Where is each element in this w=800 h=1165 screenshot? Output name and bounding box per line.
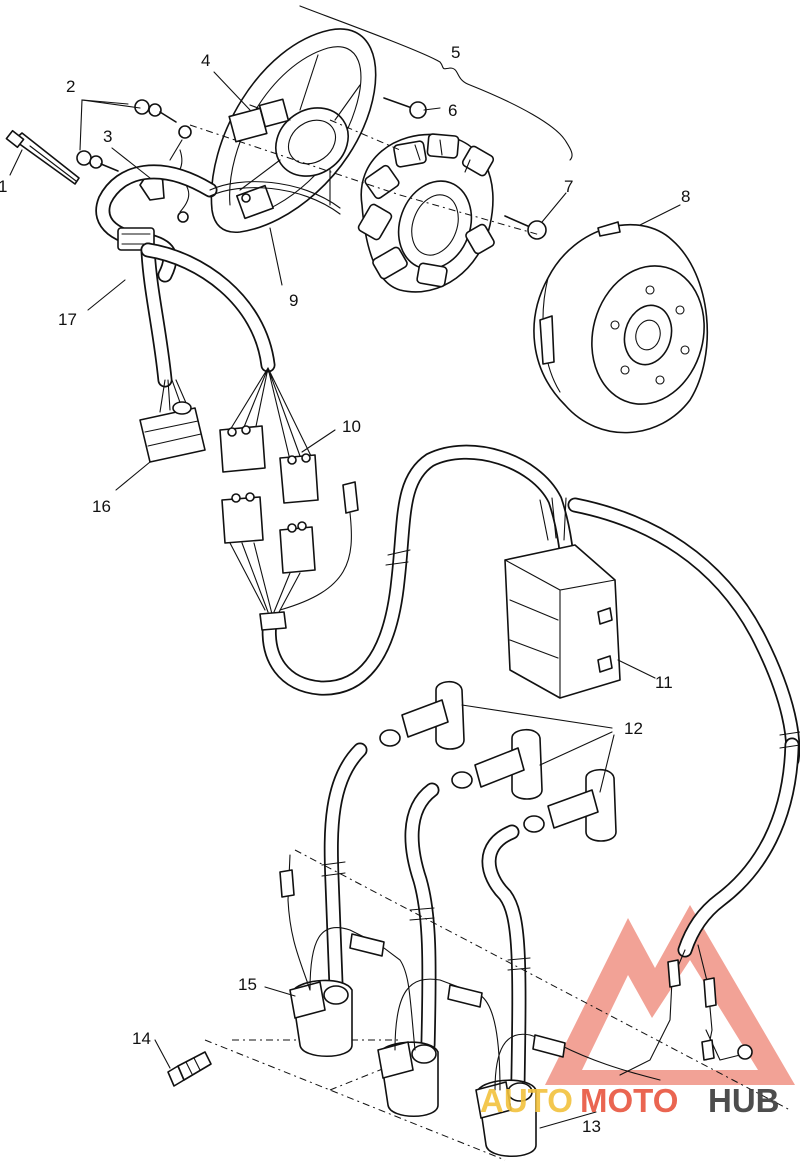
spark-plug-cap-12b: [451, 728, 543, 800]
callout-13: 13: [582, 1117, 601, 1136]
watermark-logo-icon: [545, 905, 795, 1085]
callout-15: 15: [238, 975, 257, 994]
ignition-coil-15: [289, 979, 353, 1057]
watermark-word-moto: MOTO: [580, 1082, 678, 1119]
watermark-word-hub: HUB: [708, 1082, 780, 1119]
bracket-5: [299, 5, 573, 161]
leader-12: [461, 704, 615, 793]
long-bolt-1: [5, 129, 80, 185]
watermark-word-auto: AUTO: [480, 1082, 573, 1119]
spark-plug-cap-12c: [523, 768, 617, 842]
callout-5: 5: [451, 43, 460, 62]
screw-7: [504, 215, 547, 240]
leader-lines: [9, 71, 681, 1129]
callout-9: 9: [289, 291, 298, 310]
screw-6: [383, 97, 427, 119]
callout-6: 6: [448, 101, 457, 120]
alignment-line: [189, 124, 541, 236]
callout-10: 10: [342, 417, 361, 436]
cdi-module-11: [504, 497, 621, 699]
callout-17: 17: [58, 310, 77, 329]
connector-10: [219, 367, 359, 615]
callout-12: 12: [624, 719, 643, 738]
callout-14: 14: [132, 1029, 151, 1048]
spark-plug-cap-12a: [379, 680, 465, 750]
connector-16: [139, 379, 206, 463]
alignment-line: [329, 119, 401, 151]
ignition-coil-mid: [377, 1041, 439, 1117]
callout-11: 11: [655, 673, 673, 692]
bolt-14: [167, 1051, 212, 1087]
callout-8: 8: [681, 187, 690, 206]
callout-1: 1: [0, 177, 7, 196]
flywheel-8: [533, 221, 709, 434]
watermark-text: AUTO MOTO HUB: [480, 1082, 780, 1119]
callout-3: 3: [103, 127, 112, 146]
stator-coil-5: [357, 133, 495, 293]
stator-plate-9: [210, 28, 377, 234]
screws-2: [76, 99, 177, 172]
callout-4: 4: [201, 51, 210, 70]
callout-2: 2: [66, 77, 75, 96]
callout-16: 16: [92, 497, 111, 516]
callout-7: 7: [564, 177, 573, 196]
